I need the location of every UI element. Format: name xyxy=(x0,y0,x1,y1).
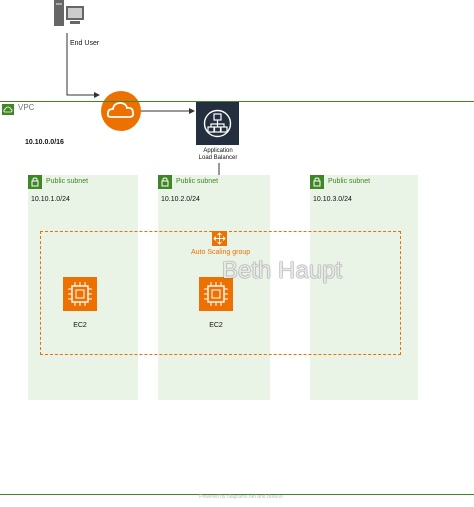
vpc-boundary xyxy=(0,101,474,495)
lock-icon xyxy=(158,175,172,189)
ec2-instance-icon xyxy=(199,277,233,311)
load-balancer-icon xyxy=(196,102,239,145)
load-balancer-label-line2: Load Balancer xyxy=(198,155,238,161)
auto-scaling-group-label: Auto Scaling group xyxy=(191,249,251,256)
ec2-label: EC2 xyxy=(73,322,87,329)
subnet-label: Public subnet xyxy=(46,178,89,185)
subnet-cidr: 10.10.1.0/24 xyxy=(31,196,70,203)
lock-icon xyxy=(310,175,324,189)
end-user-label: End User xyxy=(70,40,100,47)
load-balancer-label: Application Load Balancer xyxy=(190,148,246,162)
ec2-instance-icon xyxy=(63,277,97,311)
subnet-cidr: 10.10.2.0/24 xyxy=(161,196,200,203)
end-user-icon xyxy=(48,0,86,34)
vpc-cidr: 10.10.0.0/16 xyxy=(25,139,64,146)
footer-text: Powered by diagrams.net and draw.io xyxy=(199,494,283,500)
watermark-text: Beth Haupt xyxy=(222,257,343,284)
load-balancer-label-line1: Application xyxy=(203,148,233,154)
subnet-label: Public subnet xyxy=(328,178,371,185)
ec2-label: EC2 xyxy=(209,322,223,329)
vpc-label: VPC xyxy=(18,103,35,112)
lock-icon xyxy=(28,175,42,189)
auto-scaling-icon xyxy=(212,231,227,246)
vpc-cloud-icon xyxy=(2,102,14,115)
subnet-label: Public subnet xyxy=(176,178,219,185)
subnet-cidr: 10.10.3.0/24 xyxy=(313,196,352,203)
user-to-internet-line xyxy=(66,33,100,98)
